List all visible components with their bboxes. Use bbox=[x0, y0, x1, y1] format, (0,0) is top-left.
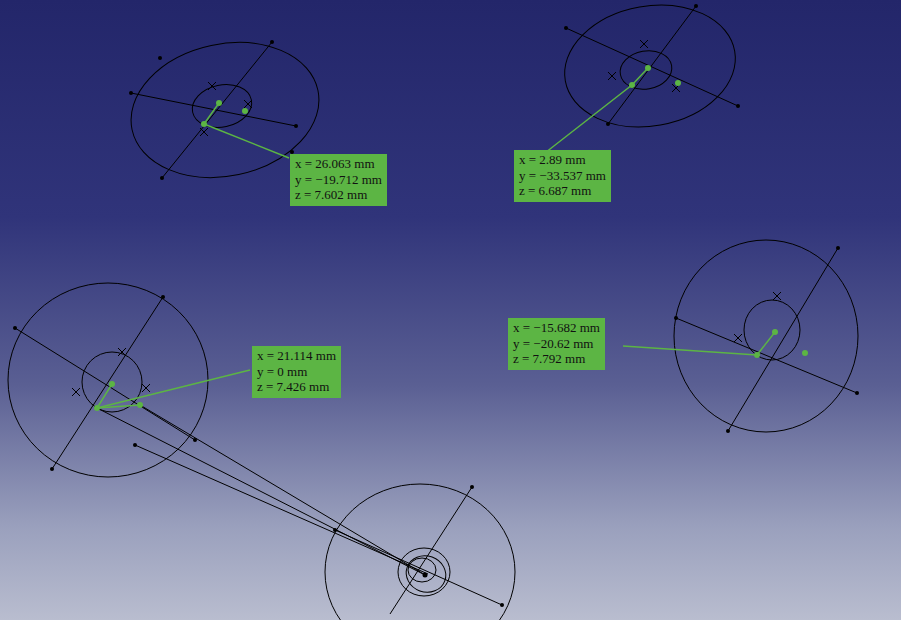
sketch-element bbox=[15, 328, 195, 440]
sketch-element bbox=[694, 4, 698, 8]
sketch-element bbox=[555, 0, 745, 140]
sketch-element bbox=[408, 558, 436, 582]
profile-bottom bbox=[325, 484, 515, 620]
sketch-element bbox=[736, 104, 740, 108]
sketch-element bbox=[802, 350, 808, 356]
sketch-element bbox=[855, 391, 859, 395]
coordinate-value: z = 7.602 mm bbox=[295, 187, 382, 203]
coordinate-value: x = 26.063 mm bbox=[295, 156, 382, 172]
leader-lines bbox=[97, 68, 775, 408]
sketch-element bbox=[423, 573, 428, 578]
sketch-element bbox=[97, 408, 425, 575]
sketch-element bbox=[629, 82, 635, 88]
coordinate-value: y = −19.712 mm bbox=[295, 172, 382, 188]
sketch-element bbox=[623, 346, 757, 355]
sketch-element bbox=[566, 28, 738, 106]
sketch-element bbox=[204, 103, 219, 124]
sketch-element bbox=[675, 80, 681, 86]
sketch-element bbox=[734, 292, 781, 342]
sketch-element bbox=[518, 85, 632, 174]
sketch-element bbox=[8, 283, 208, 477]
sketch-element bbox=[133, 443, 137, 447]
sketch-element bbox=[617, 47, 675, 93]
sketch-element bbox=[94, 405, 100, 411]
sketch-element bbox=[564, 26, 568, 30]
sketch-element bbox=[158, 56, 162, 60]
coordinate-callout: x = 26.063 mmy = −19.712 mmz = 7.602 mm bbox=[290, 154, 387, 206]
coordinate-callout: x = −15.682 mmy = −20.62 mmz = 7.792 mm bbox=[508, 318, 605, 370]
sketch-element bbox=[728, 248, 838, 431]
sketch-element bbox=[632, 68, 648, 85]
sketch-element bbox=[674, 316, 678, 320]
profile-points bbox=[564, 4, 740, 126]
sketch-element bbox=[131, 93, 296, 126]
sketch-element bbox=[608, 40, 680, 92]
sketch-element bbox=[109, 381, 115, 387]
sketch-element bbox=[97, 370, 250, 408]
sketch-element bbox=[606, 122, 610, 126]
sketch-element bbox=[162, 42, 272, 178]
sketch-element bbox=[200, 82, 252, 136]
sketch-element bbox=[160, 176, 164, 180]
coordinate-value: y = 0 mm bbox=[257, 364, 336, 380]
profile-left bbox=[8, 283, 428, 576]
sketch-element bbox=[52, 297, 163, 469]
sketch-element bbox=[390, 487, 472, 614]
coordinate-value: z = 6.687 mm bbox=[519, 183, 606, 199]
coordinate-value: z = 7.426 mm bbox=[257, 379, 336, 395]
sketch-element bbox=[13, 326, 17, 330]
sketch-element bbox=[201, 121, 207, 127]
sketch-element bbox=[72, 348, 150, 396]
coordinate-value: z = 7.792 mm bbox=[513, 351, 600, 367]
sketch-element bbox=[754, 352, 760, 358]
coordinate-callout: x = 2.89 mmy = −33.537 mmz = 6.687 mm bbox=[514, 150, 611, 202]
sketch-element bbox=[216, 100, 222, 106]
sketch-element bbox=[836, 246, 840, 250]
profile-right bbox=[674, 240, 858, 432]
sketch-element bbox=[674, 240, 858, 432]
sketch-element bbox=[325, 484, 515, 620]
sketch-element bbox=[242, 108, 248, 114]
sketch-element bbox=[333, 528, 337, 532]
sketch-element bbox=[335, 530, 502, 605]
sketch-element bbox=[193, 438, 197, 442]
sketch-element bbox=[129, 91, 133, 95]
profile-points bbox=[333, 485, 504, 607]
selected-points bbox=[94, 65, 808, 411]
sketch-element bbox=[772, 329, 778, 335]
sketch-element bbox=[645, 65, 651, 71]
profile-points bbox=[13, 295, 197, 471]
coordinate-value: x = −15.682 mm bbox=[513, 320, 600, 336]
sketch-element bbox=[744, 300, 800, 360]
coordinate-callout: x = 21.114 mmy = 0 mmz = 7.426 mm bbox=[252, 346, 341, 398]
profile-points bbox=[129, 40, 298, 180]
sketch-element bbox=[401, 550, 451, 598]
sketch-element bbox=[608, 6, 696, 124]
sketch-element bbox=[137, 402, 143, 408]
sketch-element bbox=[294, 124, 298, 128]
sketch-element bbox=[50, 467, 54, 471]
sketch-element bbox=[726, 429, 730, 433]
coordinate-value: y = −33.537 mm bbox=[519, 168, 606, 184]
coordinate-value: y = −20.62 mm bbox=[513, 336, 600, 352]
sketch-element bbox=[500, 603, 504, 607]
profile-points bbox=[674, 246, 859, 433]
sketch-element bbox=[204, 124, 289, 158]
coordinate-value: x = 21.114 mm bbox=[257, 348, 336, 364]
sketch-element bbox=[470, 485, 474, 489]
sketch-element bbox=[676, 318, 857, 393]
sketch-element bbox=[82, 352, 142, 412]
coordinate-value: x = 2.89 mm bbox=[519, 152, 606, 168]
sketch-element bbox=[757, 332, 775, 355]
sketch-element bbox=[270, 40, 274, 44]
sketch-element bbox=[161, 295, 165, 299]
profile-top-right bbox=[555, 0, 745, 140]
